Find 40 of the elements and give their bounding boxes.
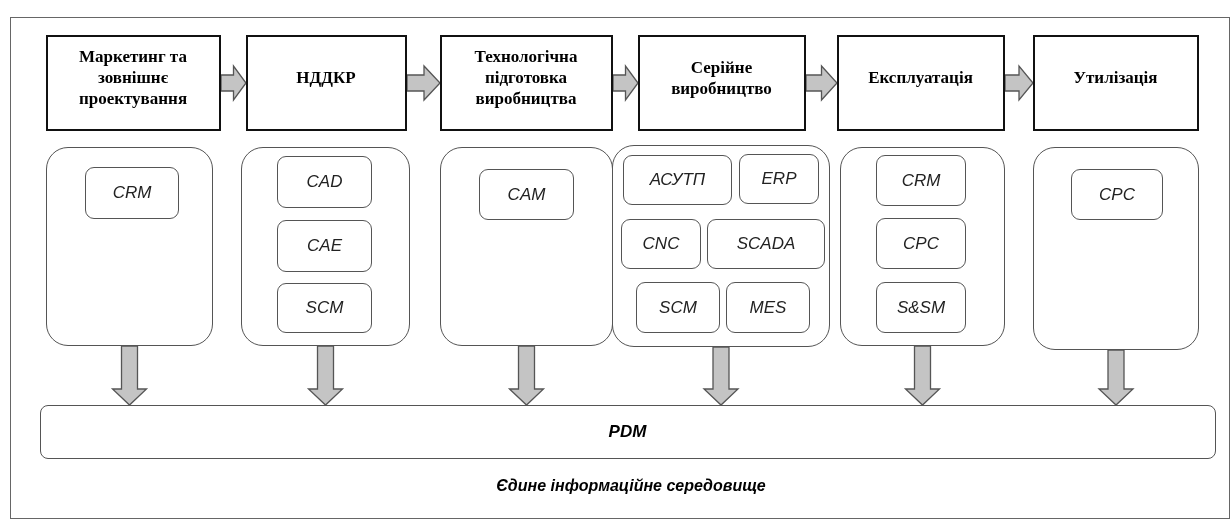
block-arrow [1097, 349, 1135, 406]
block-arrow [406, 64, 441, 102]
block-arrow [110, 345, 149, 406]
stage-box: Експлуатація [836, 34, 1005, 131]
rounded-panel [240, 146, 410, 346]
stage-box: Утилізація [1032, 34, 1199, 131]
caption-text: Єдине інформаційне середовище [496, 477, 766, 495]
rounded-panel [45, 146, 213, 346]
module-box: ERP [739, 154, 819, 204]
module-box: SCM [636, 282, 720, 333]
block-arrow [702, 346, 740, 406]
stage-box: Технологічна підготовка виробництва [439, 34, 613, 131]
platform-bar: PDM [39, 404, 1216, 459]
block-arrow [507, 345, 546, 406]
rounded-panel [611, 144, 830, 347]
module-box: АСУТП [623, 155, 732, 205]
stage-box: Маркетинг та зовнішнє проектування [45, 34, 221, 131]
block-arrow [1004, 64, 1034, 102]
module-box: S&SM [876, 282, 966, 333]
block-arrow [220, 64, 247, 102]
stage-box: НДДКР [245, 34, 407, 131]
frame-border [10, 17, 1230, 519]
rounded-panel [839, 146, 1005, 346]
module-box: SCM [277, 283, 372, 333]
rounded-panel [1032, 146, 1199, 350]
module-box: CPC [876, 218, 966, 269]
module-box: CAE [277, 220, 372, 272]
module-box: CNC [621, 219, 701, 269]
block-arrow [612, 64, 639, 102]
module-box: SCADA [707, 219, 825, 269]
block-arrow [306, 345, 345, 406]
module-box: CAM [479, 169, 574, 220]
module-box: CRM [876, 155, 966, 206]
module-box: CRM [85, 167, 179, 219]
module-box: CPC [1071, 169, 1163, 220]
block-arrow [805, 64, 838, 102]
module-box: MES [726, 282, 810, 333]
block-arrow [903, 345, 942, 406]
module-box: CAD [277, 156, 372, 208]
stage-box: Серійне виробництво [637, 34, 806, 131]
